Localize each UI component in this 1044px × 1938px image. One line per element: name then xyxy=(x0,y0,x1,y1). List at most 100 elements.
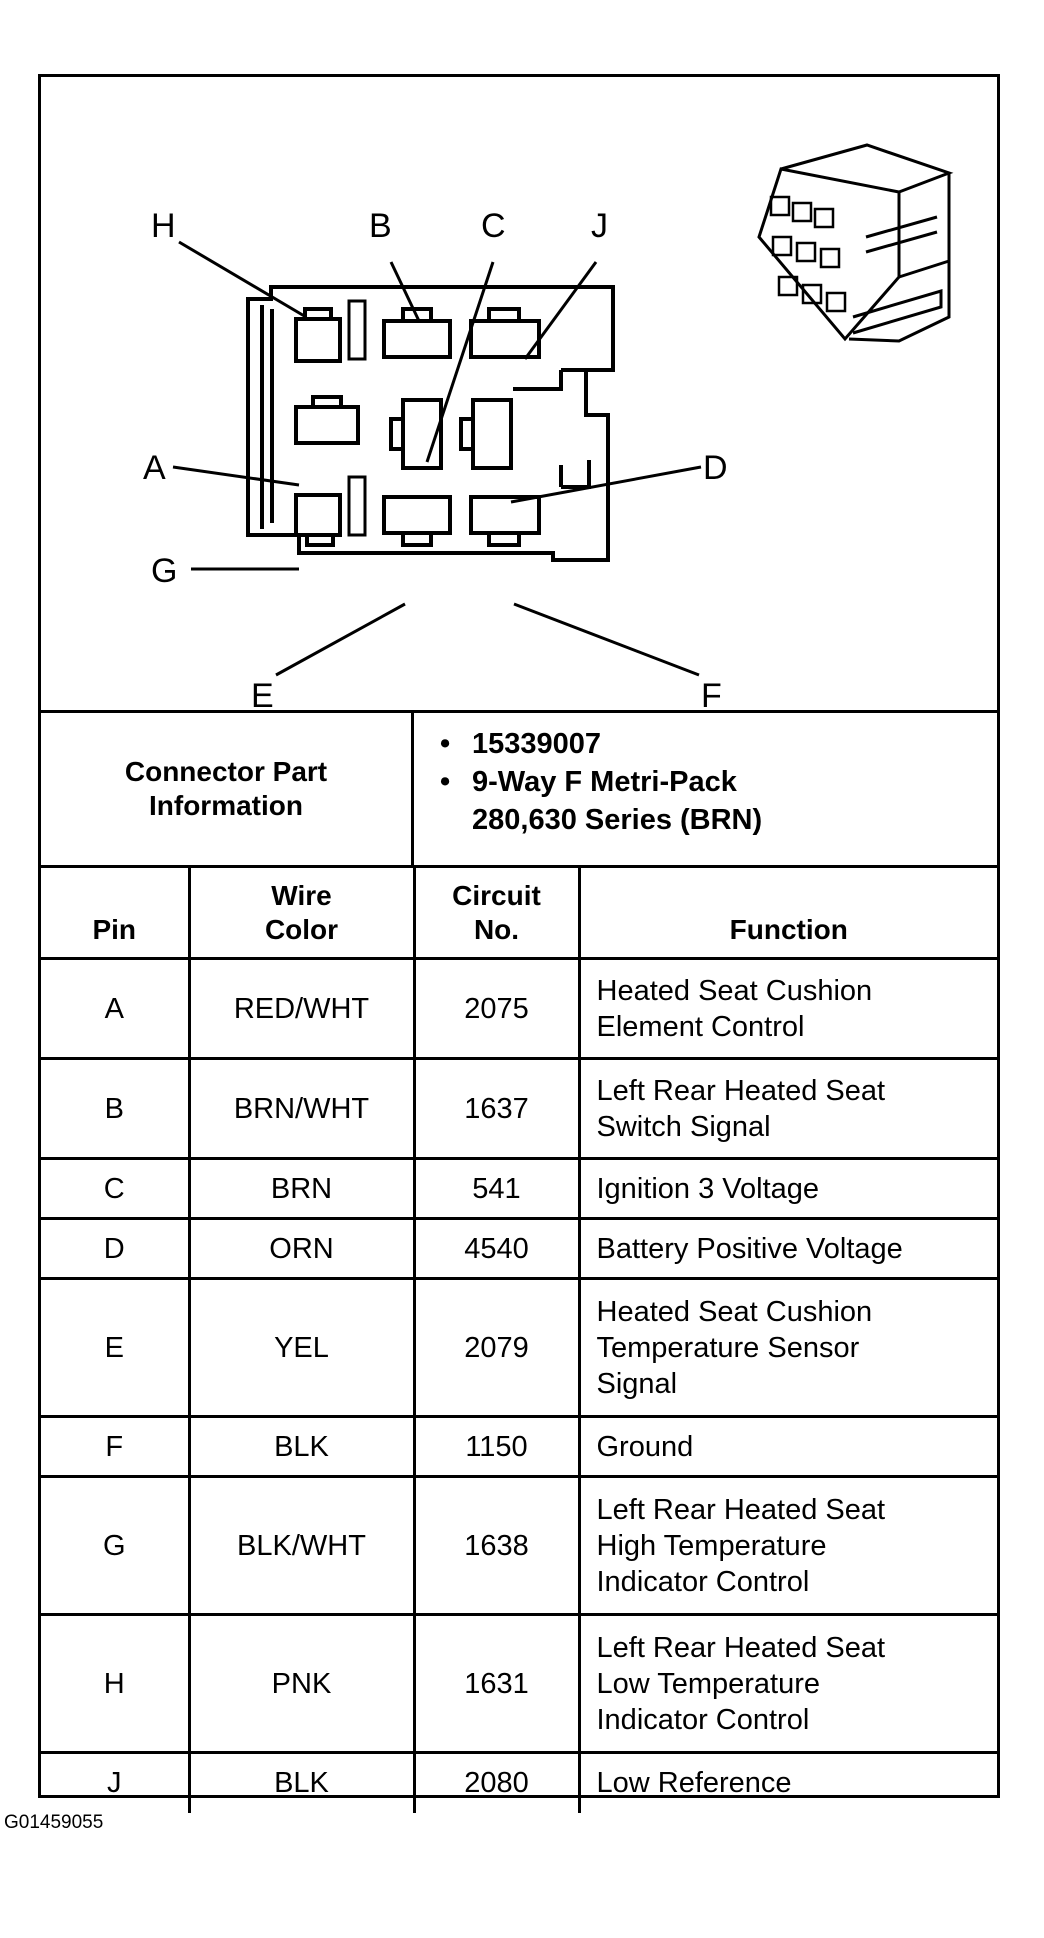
wire-color-cell: BLK xyxy=(187,1751,416,1813)
wire-color-cell: ORN xyxy=(187,1217,416,1280)
cavity-j xyxy=(469,307,541,359)
connector-type: 9-Way F Metri-Pack 280,630 Series (BRN) xyxy=(440,763,997,839)
circuit-cell: 541 xyxy=(412,1157,581,1220)
cavity-h xyxy=(294,307,342,363)
connector-drawing: H B C J A D G E F xyxy=(143,143,954,715)
callout-e: E xyxy=(251,677,274,710)
pin-cell: B xyxy=(41,1057,191,1160)
callout-j: J xyxy=(591,207,608,245)
function-line: Left Rear Heated Seat xyxy=(596,1493,886,1526)
callout-h: H xyxy=(151,207,176,245)
cavity-a xyxy=(294,395,360,445)
wire-color-cell: YEL xyxy=(187,1277,416,1418)
function-line: High Temperature xyxy=(596,1529,827,1562)
wire-color-cell: PNK xyxy=(187,1613,416,1754)
function-line: Left Rear Heated Seat xyxy=(596,1074,886,1107)
pin-cell: A xyxy=(41,957,191,1060)
pin-callout-labels: H B C J A D G E F xyxy=(143,207,728,715)
circuit-cell: 1638 xyxy=(412,1475,581,1616)
function-line: Switch Signal xyxy=(596,1110,771,1143)
callout-leaders xyxy=(172,240,702,677)
circuit-cell: 1637 xyxy=(412,1057,581,1160)
cavity-g xyxy=(294,493,342,547)
wire-color-cell: BLK xyxy=(187,1415,416,1478)
function-cell: Ignition 3 Voltage xyxy=(577,1157,997,1220)
connector-type-line1: 9-Way F Metri-Pack xyxy=(472,766,737,798)
connector-iso-view xyxy=(757,143,954,343)
circuit-cell: 1631 xyxy=(412,1613,581,1754)
callout-a: A xyxy=(143,449,166,487)
connector-info-list: 15339007 9-Way F Metri-Pack 280,630 Seri… xyxy=(414,713,997,865)
function-line: Heated Seat Cushion xyxy=(596,974,873,1007)
wire-color-cell: BLK/WHT xyxy=(187,1475,416,1616)
function-cell: Battery Positive Voltage xyxy=(577,1217,997,1280)
circuit-cell: 4540 xyxy=(412,1217,581,1280)
pin-cell: F xyxy=(41,1415,191,1478)
callout-b: B xyxy=(369,207,392,245)
cavity-e xyxy=(382,495,452,547)
circuit-cell: 1150 xyxy=(412,1415,581,1478)
pin-cell: G xyxy=(41,1475,191,1616)
callout-g: G xyxy=(151,552,177,590)
part-number: 15339007 xyxy=(440,725,997,763)
circuit-cell: 2079 xyxy=(412,1277,581,1418)
circuit-cell: 2075 xyxy=(412,957,581,1060)
circuit-cell: 2080 xyxy=(412,1751,581,1813)
wire-color-cell: BRN/WHT xyxy=(187,1057,416,1160)
connector-face-diagram: H B C J A D G E F xyxy=(41,77,997,715)
pin-cell: J xyxy=(41,1751,191,1813)
cavity-f xyxy=(469,495,541,547)
header-function: Function xyxy=(577,865,997,960)
pin-cell: H xyxy=(41,1613,191,1754)
header-pin: Pin xyxy=(41,865,191,960)
function-line: Indicator Control xyxy=(596,1565,810,1598)
connector-ribs xyxy=(347,299,367,537)
function-line: Ignition 3 Voltage xyxy=(596,1172,820,1205)
pin-cell: D xyxy=(41,1217,191,1280)
connector-info-label-line1: Connector Part xyxy=(124,756,328,787)
cavity-d xyxy=(459,398,513,470)
function-line: Left Rear Heated Seat xyxy=(596,1631,886,1664)
function-line: Low Reference xyxy=(596,1767,792,1800)
function-line: Signal xyxy=(596,1367,678,1400)
cavity-b xyxy=(382,307,452,359)
cavity-c xyxy=(389,398,443,470)
callout-c: C xyxy=(481,207,506,245)
connector-part-information: Connector Part Information 15339007 9-Wa… xyxy=(41,710,997,865)
function-line: Battery Positive Voltage xyxy=(596,1232,903,1265)
connector-figure: H B C J A D G E F xyxy=(38,74,1000,1813)
connector-type-line2: 280,630 Series (BRN) xyxy=(472,804,763,836)
wire-color-cell: BRN xyxy=(187,1157,416,1220)
callout-d: D xyxy=(703,449,728,487)
function-line: Temperature Sensor xyxy=(596,1331,860,1364)
connector-info-label-line2: Information xyxy=(149,790,303,821)
function-line: Element Control xyxy=(596,1010,805,1043)
connector-info-label: Connector Part Information xyxy=(41,713,414,865)
pin-cavities xyxy=(294,307,541,547)
pin-cell: C xyxy=(41,1157,191,1220)
function-line: Low Temperature xyxy=(596,1667,821,1700)
function-line: Ground xyxy=(596,1430,694,1463)
figure-id-caption: G01459055 xyxy=(4,1812,104,1833)
function-line: Indicator Control xyxy=(596,1703,810,1736)
pin-cell: E xyxy=(41,1277,191,1418)
function-line: Heated Seat Cushion xyxy=(596,1295,873,1328)
callout-f: F xyxy=(701,677,722,710)
